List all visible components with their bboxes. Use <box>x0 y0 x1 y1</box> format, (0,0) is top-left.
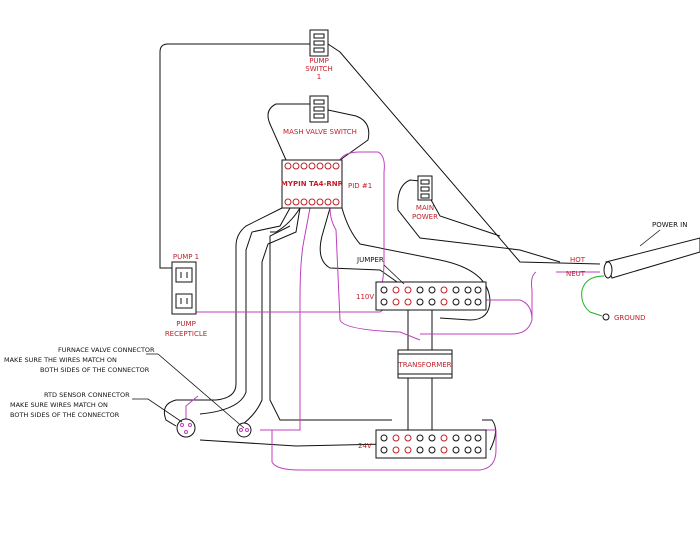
v110-label: 110V <box>356 293 374 301</box>
rtd-note-line-3: BOTH SIDES OF THE CONNECTOR <box>10 411 120 419</box>
transformer: TRANSFORMER <box>397 349 453 379</box>
pump-receptacle: PUMP 1 PUMP RECEPTICLE <box>165 253 207 338</box>
rtd-sensor-connector <box>176 418 196 438</box>
magenta-wires <box>185 151 600 471</box>
pump-receptacle-label-1: PUMP <box>176 320 196 328</box>
pump-switch-label-3: 1 <box>317 73 321 81</box>
neut-label: NEUT <box>566 270 586 278</box>
main-power-label-1: MAIN <box>416 204 434 212</box>
ground-wire <box>581 275 605 317</box>
main-power-label-2: POWER <box>412 213 438 221</box>
terminal-strip-110v: 110V JUMPER <box>356 256 487 311</box>
rtd-note-line-2: MAKE SURE WIRES MATCH ON <box>10 401 108 409</box>
black-wires <box>159 43 601 451</box>
pid-name-label: PID #1 <box>348 182 372 190</box>
v24-label: 24V <box>358 442 372 450</box>
main-power-switch: MAIN POWER <box>412 175 438 221</box>
mash-valve-switch-label: MASH VALVE SWITCH <box>283 128 357 136</box>
pid-model-label: MYPIN TA4-RNR <box>281 180 344 188</box>
pump1-label: PUMP 1 <box>173 253 199 261</box>
furnace-valve-connector <box>236 422 252 438</box>
pid-bottom-terminals <box>284 198 340 206</box>
pump-receptacle-label-2: RECEPTICLE <box>165 330 207 338</box>
pump-switch-label-1: PUMP <box>309 57 329 65</box>
furnace-valve-note: FURNACE VALVE CONNECTOR MAKE SURE THE WI… <box>4 346 245 429</box>
pump-switch-label-2: SWITCH <box>305 65 332 73</box>
pid-controller: MYPIN TA4-RNR PID #1 <box>281 159 372 209</box>
pid-top-terminals <box>284 162 340 170</box>
transformer-label: TRANSFORMER <box>397 361 451 369</box>
ground-label: GROUND <box>614 314 646 322</box>
rtd-sensor-note: RTD SENSOR CONNECTOR MAKE SURE WIRES MAT… <box>10 391 183 423</box>
power-in-label: POWER IN <box>652 221 687 229</box>
jumper-label: JUMPER <box>356 256 384 264</box>
power-in-cord: POWER IN HOT NEUT GROUND <box>566 221 700 322</box>
furnace-note-line-2: MAKE SURE THE WIRES MATCH ON <box>4 356 117 364</box>
rtd-note-line-1: RTD SENSOR CONNECTOR <box>44 391 130 399</box>
pump-switch-1: PUMP SWITCH 1 <box>305 29 333 81</box>
furnace-note-line-1: FURNACE VALVE CONNECTOR <box>58 346 155 354</box>
mash-valve-switch: MASH VALVE SWITCH <box>283 95 357 136</box>
furnace-note-line-3: BOTH SIDES OF THE CONNECTOR <box>40 366 150 374</box>
hot-label: HOT <box>570 256 586 264</box>
terminal-strip-24v: 24V <box>358 429 487 459</box>
